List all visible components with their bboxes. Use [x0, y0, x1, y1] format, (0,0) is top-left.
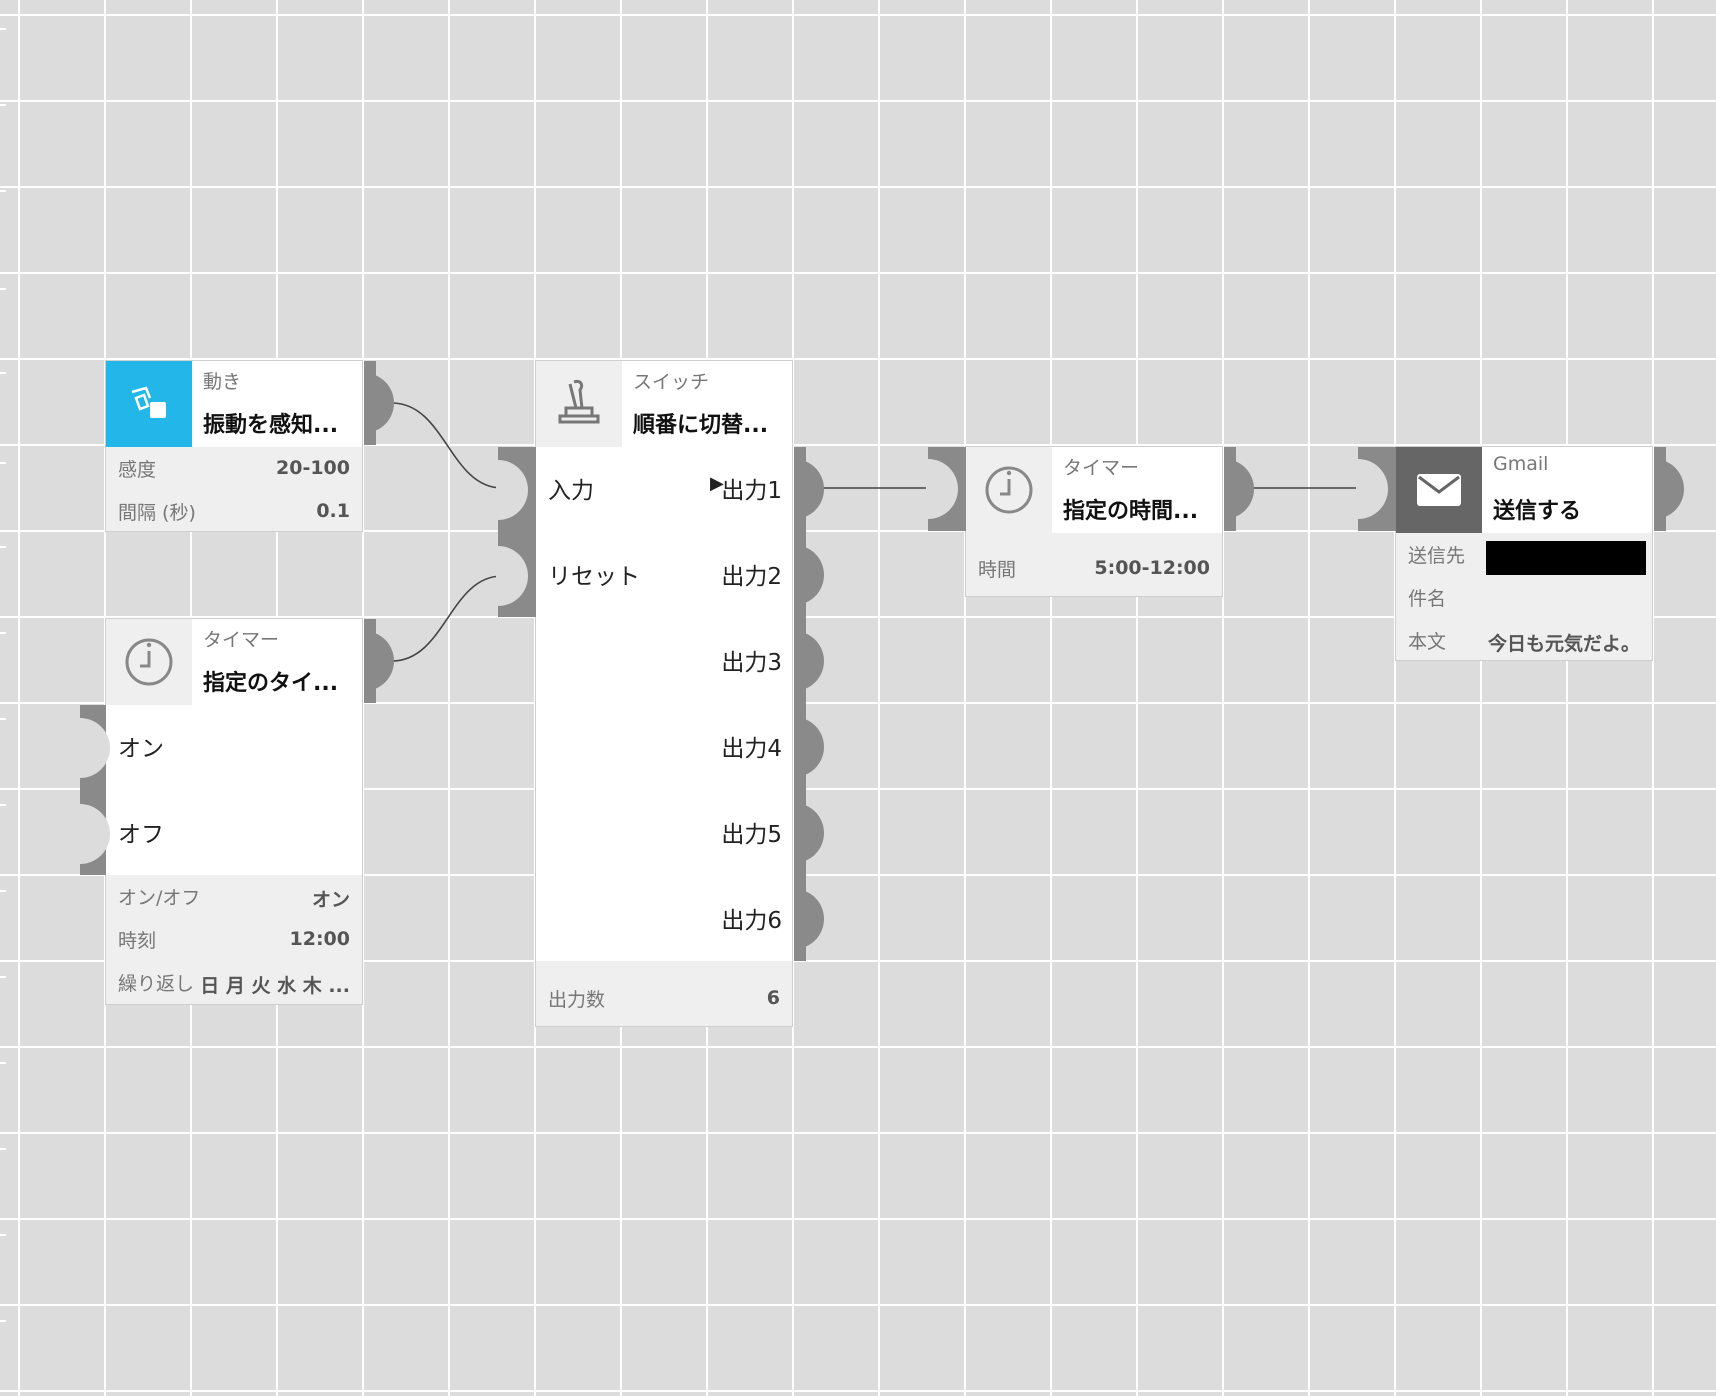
output-label-6: 出力6	[721, 908, 782, 934]
wire-motion-to-switch-input[interactable]	[391, 402, 503, 489]
ruler-tick	[0, 288, 6, 290]
output-label-3: 出力3	[721, 650, 782, 676]
timer-left-header[interactable]: タイマー 指定のタイ...	[106, 619, 362, 705]
motion-sensor-icon	[106, 361, 192, 447]
ruler-tick	[0, 462, 6, 464]
param-row-sensitivity[interactable]: 感度 20-100	[118, 455, 350, 485]
param-label: オン/オフ	[118, 887, 201, 909]
active-output-marker: ▶	[710, 473, 724, 494]
block-category: スイッチ	[633, 371, 710, 393]
block-params: 時間 5:00-12:00	[966, 533, 1222, 596]
ruler-tick	[0, 1234, 6, 1236]
param-label: 送信先	[1408, 545, 1466, 567]
ruler-tick	[0, 372, 6, 374]
ruler-tick	[0, 1148, 6, 1150]
ruler-tick	[0, 976, 6, 978]
output-label-5: 出力5	[721, 822, 782, 848]
param-label: 件名	[1408, 588, 1447, 610]
param-label: 繰り返し	[118, 973, 195, 995]
block-params: 出力数 6	[536, 961, 792, 1026]
input-label-reset: リセット	[548, 564, 640, 590]
block-params: 送信先 件名 本文 今日も元気だよ。	[1396, 533, 1652, 660]
param-row-interval[interactable]: 間隔 (秒) 0.1	[118, 498, 350, 528]
param-label: 出力数	[548, 989, 606, 1011]
input-label-off: オフ	[118, 822, 164, 848]
gmail-block[interactable]: Gmail 送信する 送信先 件名 本文 今日も元気だよ。	[1396, 447, 1652, 660]
timer-right-block[interactable]: タイマー 指定の時間... 時間 5:00-12:00	[966, 447, 1222, 596]
output-label-2: 出力2	[721, 564, 782, 590]
block-category: Gmail	[1493, 453, 1549, 475]
switch-block-header[interactable]: スイッチ 順番に切替...	[536, 361, 792, 447]
clock-icon	[966, 447, 1052, 533]
param-row-output-count[interactable]: 出力数 6	[548, 985, 780, 1015]
switch-output-bar	[794, 447, 806, 961]
block-params: 感度 20-100 間隔 (秒) 0.1	[106, 447, 362, 531]
block-title: 送信する	[1493, 499, 1582, 524]
input-label-on: オン	[118, 736, 164, 762]
param-row-body[interactable]: 本文 今日も元気だよ。	[1408, 627, 1640, 657]
param-value: 6	[766, 987, 780, 1009]
output-label-1: 出力1	[721, 478, 782, 504]
param-row-time[interactable]: 時刻 12:00	[118, 926, 350, 956]
ruler-tick	[0, 632, 6, 634]
param-value: 20-100	[276, 457, 350, 479]
param-value: 日 月 火 水 木 ...	[200, 975, 350, 997]
param-label: 間隔 (秒)	[118, 502, 196, 524]
ruler-tick	[0, 104, 6, 106]
param-label: 感度	[118, 459, 157, 481]
gmail-block-header[interactable]: Gmail 送信する	[1396, 447, 1652, 533]
switch-block[interactable]: スイッチ 順番に切替... 入力 リセット ▶ 出力1 出力2 出力3 出力4 …	[536, 361, 792, 1026]
param-value: 5:00-12:00	[1094, 557, 1210, 579]
param-row-subject[interactable]: 件名	[1408, 584, 1640, 614]
ruler-tick	[0, 890, 6, 892]
block-category: 動き	[203, 371, 242, 393]
param-value: オン	[311, 889, 350, 911]
toggle-switch-icon	[536, 361, 622, 447]
param-row-time-range[interactable]: 時間 5:00-12:00	[978, 555, 1210, 585]
motion-block[interactable]: 動き 振動を感知... 感度 20-100 間隔 (秒) 0.1	[106, 361, 362, 531]
redacted-recipient	[1486, 541, 1646, 575]
block-category: タイマー	[203, 629, 280, 651]
block-title: 順番に切替...	[633, 413, 769, 438]
param-label: 本文	[1408, 631, 1447, 653]
motion-block-header[interactable]: 動き 振動を感知...	[106, 361, 362, 447]
param-value: 今日も元気だよ。	[1487, 633, 1640, 655]
ruler-tick	[0, 28, 6, 30]
param-label: 時刻	[118, 930, 157, 952]
wire-timer-to-switch-reset[interactable]	[391, 575, 503, 662]
timer-right-header[interactable]: タイマー 指定の時間...	[966, 447, 1222, 533]
block-title: 指定の時間...	[1063, 499, 1199, 524]
ruler-tick	[0, 546, 6, 548]
param-value: 0.1	[316, 500, 350, 522]
block-title: 指定のタイ...	[203, 671, 339, 696]
envelope-icon	[1396, 447, 1482, 533]
block-category: タイマー	[1063, 457, 1140, 479]
ruler-tick	[0, 804, 6, 806]
param-row-repeat[interactable]: 繰り返し 日 月 火 水 木 ...	[118, 969, 350, 999]
ruler-tick	[0, 718, 6, 720]
ruler-tick	[0, 190, 6, 192]
timer-left-block[interactable]: タイマー 指定のタイ... オン オフ オン/オフ オン 時刻 12:00 繰り…	[106, 619, 362, 1004]
param-row-onoff[interactable]: オン/オフ オン	[118, 883, 350, 913]
block-title: 振動を感知...	[203, 413, 339, 438]
param-label: 時間	[978, 559, 1017, 581]
clock-icon	[106, 619, 192, 705]
block-params: オン/オフ オン 時刻 12:00 繰り返し 日 月 火 水 木 ...	[106, 875, 362, 1004]
ruler-tick	[0, 1320, 6, 1322]
param-row-recipient[interactable]: 送信先	[1408, 541, 1640, 571]
output-label-4: 出力4	[721, 736, 782, 762]
param-value: 12:00	[289, 928, 350, 950]
input-label-input: 入力	[548, 478, 594, 504]
ruler-tick	[0, 1062, 6, 1064]
